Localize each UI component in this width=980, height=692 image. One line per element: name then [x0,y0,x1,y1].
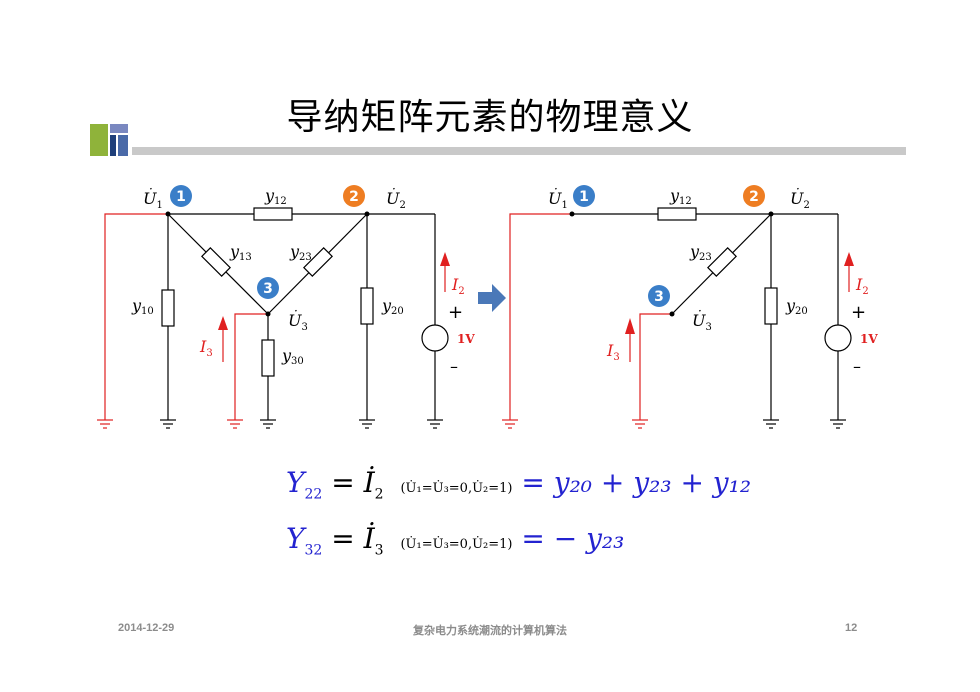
equation-y22: Y22 = İ2 (U̇₁=U̇₃=0,U̇₂=1) = y₂₀ + y₂₃ +… [286,466,752,503]
svg-text:·: · [294,304,298,318]
ground-icon [427,419,443,429]
logo-icon [90,124,128,156]
svg-text:1V: 1V [457,332,475,346]
svg-text:U3: U3 [692,311,712,333]
ground-icon [260,419,276,429]
right-red-wires [502,213,850,429]
svg-text:y10: y10 [131,296,154,317]
title-rule [132,147,906,155]
svg-text:y12: y12 [669,186,692,207]
svg-text:3: 3 [654,289,664,305]
node-1-badge [170,185,192,207]
circuit-diagram: 1 2 3 U1 · U2 · U3 · y12 y13 y23 y10 y20… [97,182,878,429]
svg-text:I2: I2 [451,275,465,297]
arrow-up-icon [218,316,228,330]
svg-text:U2: U2 [790,189,810,211]
svg-text:1: 1 [579,189,589,205]
svg-text:·: · [149,182,153,196]
svg-text:1: 1 [176,189,186,205]
svg-text:y23: y23 [689,242,712,263]
svg-text:I2: I2 [855,275,869,297]
ground-icon [763,419,779,429]
arrow-up-icon [440,252,450,266]
node-2-badge [343,185,365,207]
svg-text:y12: y12 [264,186,287,207]
svg-text:·: · [698,304,702,318]
svg-text:y20: y20 [785,296,808,317]
svg-text:y30: y30 [281,346,304,367]
footer-title: 复杂电力系统潮流的计算机算法 [413,625,567,637]
svg-text:·: · [796,182,800,196]
arrow-up-icon [625,318,635,334]
svg-text:y23: y23 [289,242,312,263]
ground-icon [830,419,846,429]
svg-text:–: – [450,357,458,376]
node-1-badge [573,185,595,207]
svg-text:y13: y13 [229,242,252,263]
svg-text:·: · [392,182,396,196]
ground-icon [359,419,375,429]
ground-icon [160,419,176,429]
svg-text:·: · [554,182,558,196]
footer-date: 2014-12-29 [118,622,175,634]
svg-text:U1: U1 [548,189,568,211]
node-2-badge [743,185,765,207]
svg-text:–: – [853,357,861,376]
svg-text:U2: U2 [386,189,406,211]
svg-text:+: + [851,302,866,323]
right-arrow-icon [478,284,506,312]
svg-text:U1: U1 [143,189,163,211]
left-circuit [160,207,449,429]
slide-title: 导纳矩阵元素的物理意义 [286,97,694,138]
svg-text:2: 2 [749,189,759,205]
svg-text:2: 2 [349,189,359,205]
node-3-badge [648,285,670,307]
svg-text:1V: 1V [860,332,878,346]
svg-text:U3: U3 [288,311,308,333]
left-red-wires [97,213,446,429]
right-circuit [572,207,852,429]
svg-text:+: + [448,302,463,323]
node-3-badge [257,277,279,299]
svg-text:3: 3 [263,281,273,297]
arrow-up-icon [844,252,854,266]
svg-text:I3: I3 [199,337,213,359]
svg-text:y20: y20 [381,296,404,317]
page-number: 12 [845,622,858,634]
svg-text:I3: I3 [606,341,620,363]
equation-y32: Y32 = İ3 (U̇₁=U̇₃=0,U̇₂=1) = − y₂₃ [286,522,625,559]
